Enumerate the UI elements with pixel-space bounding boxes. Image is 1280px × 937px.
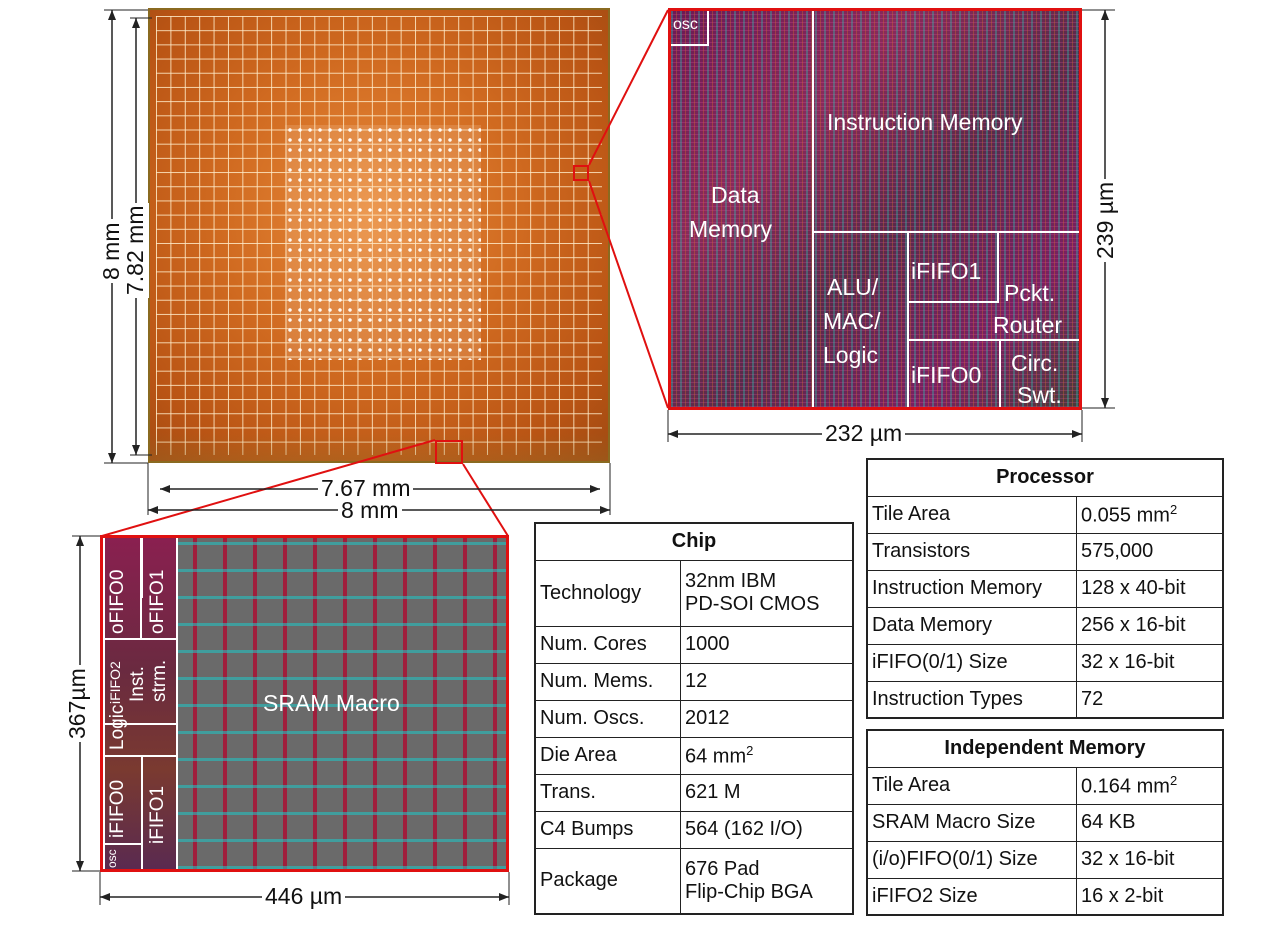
chip-row-key: Technology [534,559,681,627]
alu-label-2: MAC/ [823,308,881,334]
processor-row-key: Tile Area [866,495,1077,534]
chip-table-title: Chip [534,522,854,561]
processor-row-value: 128 x 40-bit [1076,569,1224,608]
processor-row-value: 575,000 [1076,532,1224,571]
processor-highlight [573,165,589,181]
chip-row-value: 12 [680,662,854,701]
chip-row-key: Num. Mems. [534,662,681,701]
data-memory-label-2: Memory [689,216,773,242]
ififo1-label: iFIFO1 [147,785,168,844]
alu-label-3: Logic [823,342,878,368]
chip-row-value: 621 M [680,773,854,812]
die-width-outer-label: 8 mm [338,499,402,522]
processor-row-key: iFIFO(0/1) Size [866,643,1077,682]
memory-row-key: iFIFO2 Size [866,877,1077,916]
memory-width-label: 446 µm [262,885,346,908]
processor-row-value: 256 x 16-bit [1076,606,1224,645]
instruction-memory-label: Instruction Memory [827,109,1023,135]
alu-label-1: ALU/ [827,274,879,300]
sram-macro-label: SRAM Macro [263,690,400,716]
memory-height-label: 367µm [64,665,91,742]
memory-row-key: (i/o)FIFO(0/1) Size [866,840,1077,879]
chip-row-value: 2012 [680,699,854,738]
memory-table-title: Independent Memory [866,729,1224,768]
ififo2-label: iFIFO2 [107,661,123,704]
inst-label: Inst. [127,666,148,702]
processor-row-key: Data Memory [866,606,1077,645]
memory-highlight [435,440,463,464]
chip-row-value: 1000 [680,625,854,664]
processor-tile-layout: osc Instruction Memory Data Memory ALU/ … [668,8,1082,410]
ififo1-label: iFIFO1 [911,258,982,284]
processor-row-key: Instruction Memory [866,569,1077,608]
router-label-1: Pckt. [1004,280,1056,306]
die-height-inner-label: 7.82 mm [122,202,149,298]
osc-label: osc [673,16,698,33]
memory-row-key: SRAM Macro Size [866,803,1077,842]
chip-row-key: Die Area [534,736,681,775]
processor-row-value: 72 [1076,680,1224,719]
memory-row-value: 0.164 mm2 [1076,766,1224,805]
processor-row-value: 32 x 16-bit [1076,643,1224,682]
logic-label: Logic [107,704,128,750]
router-label-2: Router [993,312,1063,338]
memory-row-value: 64 KB [1076,803,1224,842]
memory-row-key: Tile Area [866,766,1077,805]
osc-label: osc [105,849,119,868]
ififo0-label: iFIFO0 [911,362,982,388]
circ-label-2: Swt. [1017,382,1062,408]
memory-row-value: 32 x 16-bit [1076,840,1224,879]
processor-row-key: Instruction Types [866,680,1077,719]
processor-width-label: 232 µm [822,422,906,445]
chip-row-value: 564 (162 I/O) [680,810,854,849]
chip-row-key: Num. Oscs. [534,699,681,738]
circ-label-1: Circ. [1011,350,1059,376]
ofifo0-label: oFIFO0 [107,569,128,634]
chip-row-key: Num. Cores [534,625,681,664]
ofifo1-label: oFIFO1 [147,569,168,634]
strm-label: strm. [149,659,170,702]
processor-row-value: 0.055 mm2 [1076,495,1224,534]
die-height-outer-label: 8 mm [98,219,125,283]
die-width-inner-label: 7.67 mm [318,477,414,500]
ififo0-label: iFIFO0 [107,779,128,838]
chip-row-key: Trans. [534,773,681,812]
processor-row-key: Transistors [866,532,1077,571]
chip-row-key: C4 Bumps [534,810,681,849]
data-memory-label-1: Data [711,182,760,208]
memory-tile-layout: oFIFO0 oFIFO1 iFIFO2 Inst. strm. Logic i… [100,535,509,872]
processor-table-title: Processor [866,458,1224,497]
chip-row-value: 64 mm2 [680,736,854,775]
die-photo [148,8,610,463]
chip-row-key: Package [534,847,681,915]
memory-row-value: 16 x 2-bit [1076,877,1224,916]
processor-height-label: 239 µm [1092,178,1119,262]
c4-bump-array [285,125,481,360]
